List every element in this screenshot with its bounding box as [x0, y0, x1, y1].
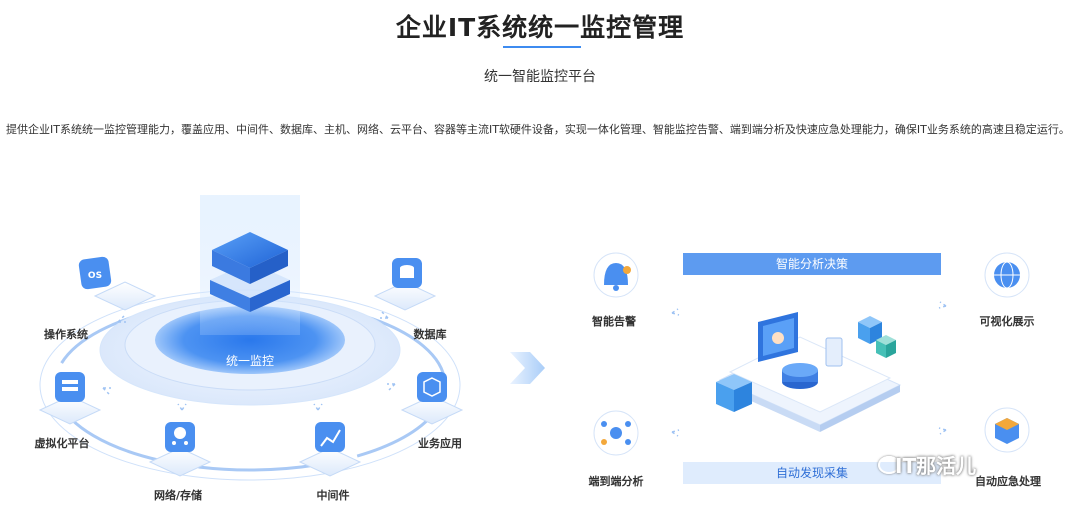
server-stack-icon: [210, 232, 290, 312]
monitor-screen-icon: [758, 312, 798, 362]
page-title: 企业IT系统统一监控管理: [395, 13, 685, 42]
node-tile-network: [148, 422, 212, 477]
node-tile-os: OS: [78, 256, 157, 311]
floating-cube-icon: [876, 335, 896, 358]
node-tile-virtualization: [38, 372, 102, 425]
node-label-visualization: 可视化展示: [979, 315, 1035, 328]
svg-text:OS: OS: [88, 271, 102, 281]
bottom-bar-collection: 自动发现采集: [683, 462, 941, 484]
node-label-virtualization: 虚拟化平台: [34, 437, 90, 450]
page-subtitle: 统一智能监控平台: [484, 69, 596, 85]
title-underline: [503, 46, 581, 48]
emergency-node-tile: [984, 407, 1030, 453]
wechat-icon: [878, 456, 900, 474]
globe-node-tile: [984, 252, 1030, 298]
node-label-os: 操作系统: [44, 328, 88, 341]
phone-panel-icon: [825, 337, 843, 367]
alarm-node-tile: [593, 252, 639, 298]
description-text: 提供企业IT系统统一监控管理能力，覆盖应用、中间件、数据库、主机、网络、云平台、…: [6, 123, 1070, 136]
node-label-alarm: 智能告警: [592, 315, 636, 328]
flow-arrow-icon: [510, 352, 545, 384]
analysis-node-tile: [593, 410, 639, 456]
node-label-database: 数据库: [413, 328, 447, 341]
top-bar-analysis: 智能分析决策: [683, 253, 941, 275]
node-label-middleware: 中间件: [316, 489, 350, 502]
watermark: IT那活儿: [895, 454, 977, 478]
node-tile-database: [373, 258, 437, 311]
node-label-emergency: 自动应急处理: [975, 475, 1041, 488]
node-label-app: 业务应用: [418, 437, 462, 450]
node-tile-middleware: [298, 422, 362, 477]
center-label: 统一监控: [225, 354, 275, 368]
floating-cube-icon: [716, 374, 752, 412]
node-label-network: 网络/存储: [153, 489, 203, 502]
node-tile-app: [400, 372, 464, 425]
node-label-analysis: 端到端分析: [588, 475, 644, 488]
data-cylinder-icon: [782, 363, 818, 389]
